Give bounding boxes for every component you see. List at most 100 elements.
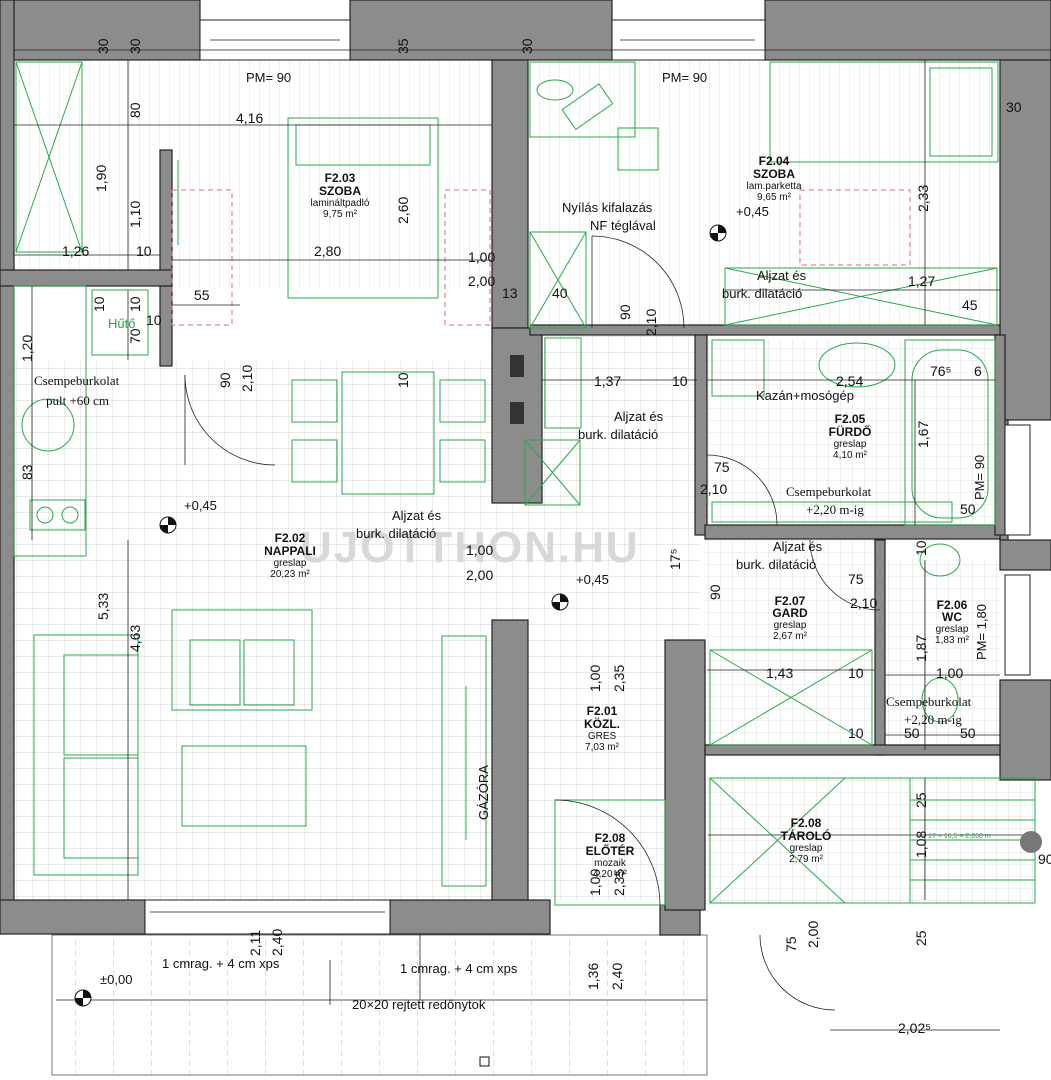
room-area-furdo: 4,10 m²: [833, 450, 868, 461]
room-name-wc: WC: [942, 610, 962, 624]
floor-finishes: [14, 60, 1035, 1076]
dim-label: 25: [913, 792, 929, 808]
level-markers: [74, 224, 1042, 1007]
room-area-kozl: 7,03 m²: [585, 742, 620, 753]
dim-label: 1,36: [585, 963, 601, 990]
room-area-szoba1: 9,75 m²: [323, 209, 358, 220]
dim-label: 2,80: [314, 243, 341, 259]
room-code-wc: F2.06: [937, 598, 968, 612]
room-floor-szoba1: lamináltpadló: [311, 198, 370, 209]
room-code-nappali: F2.02: [275, 531, 306, 545]
dim-label: 2,35: [611, 869, 627, 896]
dim-label: 55: [194, 287, 210, 303]
dim-label: 90: [707, 584, 723, 600]
dim-label: 6: [974, 363, 982, 379]
room-name-eloter: ELŐTÉR: [586, 843, 635, 858]
csempe-furdo-line1: Csempeburkolat: [786, 484, 872, 499]
room-code-kozl: F2.01: [587, 704, 618, 718]
pm-wc: PM= 1,80: [974, 604, 989, 660]
room-floor-gard: greslap: [774, 620, 807, 631]
room-area-nappali: 20,23 m²: [270, 569, 310, 580]
room-floor-furdo: greslap: [834, 439, 867, 450]
windows: [144, 19, 1031, 935]
dim-label: 90: [1038, 851, 1051, 867]
room-name-kozl: KÖZL.: [584, 716, 620, 731]
pm-right: PM= 90: [662, 70, 707, 85]
dim-label: 30: [127, 38, 143, 54]
aljzat-top-line1: Aljzat és: [757, 268, 807, 283]
level-kozl: +0,45: [576, 572, 609, 587]
kazan-label: Kazán+mosógép: [756, 388, 854, 403]
room-area-tarolo: 2,79 m²: [789, 854, 824, 865]
dim-label: 2,33: [915, 185, 931, 212]
nyilas-line2: NF téglával: [590, 218, 656, 233]
dim-label: 40: [552, 285, 568, 301]
room-code-szoba2: F2.04: [759, 154, 790, 168]
dim-label: 2,02⁵: [898, 1020, 931, 1036]
room-code-furdo: F2.05: [835, 412, 866, 426]
watermark: UJOTTHON.HU: [300, 523, 640, 572]
stair-note: 17 × 16,5 = 2,260 m: [928, 833, 991, 840]
dim-label: 2,35: [611, 665, 627, 692]
room-floor-eloter: mozaik: [594, 858, 627, 869]
dim-label: 2,10: [643, 309, 659, 336]
csempe-pult-line2: pult +60 cm: [46, 393, 109, 408]
dim-label: 10: [136, 243, 152, 259]
aljzat-gard-line1: Aljzat és: [773, 539, 823, 554]
room-name-gard: GARD: [772, 606, 808, 620]
room-area-gard: 2,67 m²: [773, 631, 808, 642]
dim-label: 1,00: [587, 869, 603, 896]
dim-label: 1,00: [587, 665, 603, 692]
aljzat-nappali-line1: Aljzat és: [392, 508, 442, 523]
room-area-szoba2: 9,65 m²: [757, 192, 792, 203]
room-floor-kozl: GRES: [588, 731, 617, 742]
room-floor-tarolo: greslap: [790, 843, 823, 854]
room-code-gard: F2.07: [775, 594, 806, 608]
dim-label: 17⁵: [667, 549, 683, 570]
dim-label: 10: [848, 665, 864, 681]
dim-label: 1,26: [62, 243, 89, 259]
dim-label: 50: [960, 501, 976, 517]
dim-label: 10: [672, 373, 688, 389]
dim-label: 10: [127, 296, 143, 312]
dim-label: 10: [848, 725, 864, 741]
room-code-szoba1: F2.03: [325, 171, 356, 185]
room-area-wc: 1,83 m²: [935, 635, 970, 646]
dim-label: 75: [848, 571, 864, 587]
room-name-szoba1: SZOBA: [319, 184, 361, 198]
dim-label: 1,00: [468, 249, 495, 265]
dim-label: 2,10: [700, 481, 727, 497]
dim-label: 10: [91, 296, 107, 312]
aljzat-top-line2: burk. dilatáció: [722, 286, 802, 301]
dim-label: 1,10: [127, 201, 143, 228]
cmrag-left: 1 cmrag. + 4 cm xps: [162, 956, 280, 971]
dim-label: 2,40: [269, 929, 285, 956]
huto-label: Hűtő: [108, 316, 135, 331]
dim-label: 30: [95, 38, 111, 54]
dim-label: 1,67: [915, 421, 931, 448]
red-dashed-outlines: [171, 189, 911, 326]
aljzat-gard-line2: burk. dilatáció: [736, 557, 816, 572]
aljzat-mid-line1: Aljzat és: [614, 409, 664, 424]
dim-label: 2,10: [239, 365, 255, 392]
room-name-furdo: FÜRDŐ: [829, 424, 872, 439]
dim-label: 90: [217, 372, 233, 388]
dim-label: 70: [127, 328, 143, 344]
dim-label: 4,63: [127, 625, 143, 652]
dim-label: 1,37: [594, 373, 621, 389]
level-terasz: ±0,00: [100, 972, 132, 987]
dim-label: 1,20: [19, 335, 35, 362]
furniture: [13, 61, 1036, 906]
room-area-eloter: 4,20 m²: [593, 869, 628, 880]
aljzat-nappali-line2: burk. dilatáció: [356, 526, 436, 541]
aljzat-mid-line2: burk. dilatáció: [578, 427, 658, 442]
dim-label: 10: [146, 312, 162, 328]
dim-label: 10: [913, 540, 929, 556]
pm-bath: PM= 90: [972, 455, 987, 500]
dim-label: 1,08: [913, 831, 929, 858]
dim-label: 4,16: [236, 110, 263, 126]
dim-label: 1,00: [936, 665, 963, 681]
dimension-lines: [14, 49, 1051, 1031]
dim-label: 90: [617, 304, 633, 320]
